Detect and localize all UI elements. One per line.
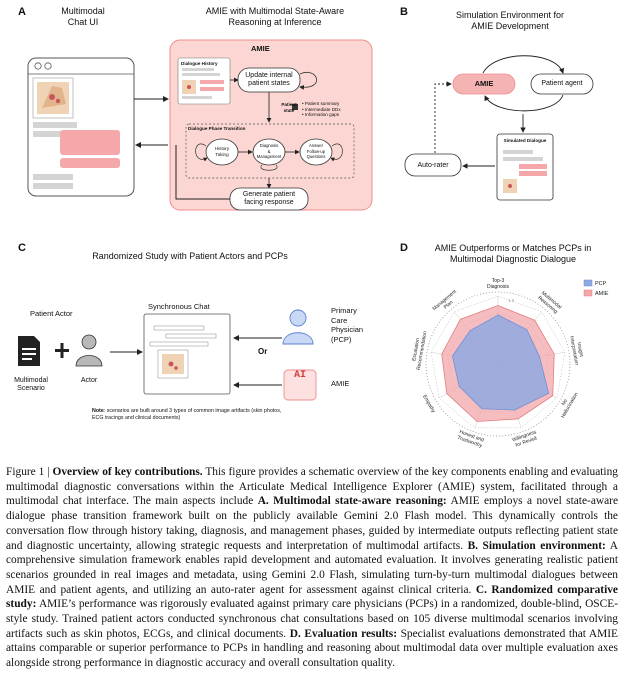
state-item: • Patient summary — [302, 101, 340, 106]
outer-circle — [425, 291, 571, 437]
dialogue-history-label: Dialogue History — [181, 61, 218, 66]
series-pcp-area — [452, 314, 550, 411]
amie-node: AMIE — [474, 79, 494, 88]
axis-label: NoHallucination — [555, 389, 580, 420]
legend-swatch — [583, 279, 593, 287]
panel-b-diagram — [404, 55, 594, 201]
panel-c-title: Randomized Study with Patient Actors and… — [92, 251, 288, 261]
phase-followup: Answer Follow-up Questions — [306, 143, 326, 159]
panel-c-letter: C — [18, 242, 26, 254]
patient-agent-node: Patient agent — [541, 80, 583, 87]
scenario-note: Note: scenarios are built around 3 types… — [92, 408, 292, 422]
patient-state-label: Patient state — [281, 102, 297, 113]
caption-intro: This figure provides a schematic overvie… — [6, 466, 618, 508]
panel-d-letter: D — [400, 242, 408, 254]
legend-swatch — [583, 289, 593, 297]
caption-head: Overview of key contributions. — [52, 466, 203, 478]
update-states-node: Update internal patient states — [245, 72, 293, 87]
phase-diagnosis: Diagnosis & Management — [256, 143, 282, 159]
axis-label: Honest andTrustworthy — [456, 429, 485, 449]
generate-response-node: Generate patient facing response — [242, 191, 296, 206]
state-item: • Information gaps — [302, 112, 340, 117]
note-text: : scenarios are built around 3 types of … — [92, 408, 282, 421]
phase-history-taking: History Taking — [214, 146, 230, 157]
caption-b-head: B. Simulation environment: — [467, 539, 606, 552]
legend-label: PCP — [595, 281, 607, 287]
patient-actor-label: Patient Actor — [30, 309, 73, 318]
legend-label: AMIE — [595, 291, 609, 297]
simulated-dialogue-label: Simulated Dialogue — [503, 138, 547, 143]
ai-badge: AI — [293, 370, 306, 381]
axis-label: InsightInterpretation — [568, 335, 585, 366]
phase-transition-label: Dialogue Phase Transition — [188, 126, 246, 131]
note-bold: Note — [92, 408, 104, 414]
caption-a-head: A. Multimodal state-aware reasoning: — [257, 495, 447, 508]
synchronous-chat-label: Synchronous Chat — [148, 302, 210, 311]
grid-ring — [430, 295, 566, 429]
panel-b-title: Simulation Environment for AMIE Developm… — [455, 10, 565, 31]
r-tick-label: 1.0 — [508, 298, 515, 303]
patient-state-list: • Patient summary • Intermediate DDx • I… — [302, 101, 341, 118]
caption-b-text: A comprehensive simulation framework ena… — [6, 539, 618, 596]
caption-fig-number: Figure 1 | — [6, 466, 53, 478]
caption-d-head: D. Evaluation results: — [289, 627, 397, 640]
panel-b-letter: B — [400, 6, 408, 18]
caption-d-text: Specialist evaluations demonstrated that… — [6, 627, 618, 670]
axis-label: MultimodalReasoning — [536, 291, 562, 316]
figure-caption: Figure 1 | Overview of key contributions… — [6, 465, 618, 671]
or-label: Or — [258, 347, 268, 356]
amie-label: AMIE — [251, 44, 270, 53]
panel-a-title: AMIE with Multimodal State-Aware Reasoni… — [205, 6, 345, 27]
axis-label: Willingnessfor Revisit — [512, 429, 540, 449]
amie-label-c: AMIE — [331, 379, 350, 388]
axis-label: Empathy — [421, 394, 436, 415]
panel-a-letter: A — [18, 6, 26, 18]
caption-a-text: AMIE employs a novel state-aware dialogu… — [6, 495, 619, 552]
actor-label: Actor — [80, 377, 98, 384]
pcp-label: Primary Care Physician (PCP) — [331, 306, 364, 344]
chat-ui-title: Multimodal Chat UI — [61, 6, 105, 27]
multimodal-scenario-label: Multimodal Scenario — [14, 377, 48, 392]
panel-a-diagram — [27, 39, 373, 211]
panel-d-title: AMIE Outperforms or Matches PCPs in Mult… — [434, 243, 592, 264]
panel-c-diagram — [18, 309, 317, 401]
caption-c-text: AMIE’s performance was rigorously evalua… — [6, 598, 618, 640]
auto-rater-node: Auto-rater — [417, 162, 449, 169]
caption-c-head: C. Randomized comparative study: — [6, 583, 618, 611]
state-item: • Intermediate DDx — [302, 106, 341, 112]
chat-window — [27, 57, 135, 197]
